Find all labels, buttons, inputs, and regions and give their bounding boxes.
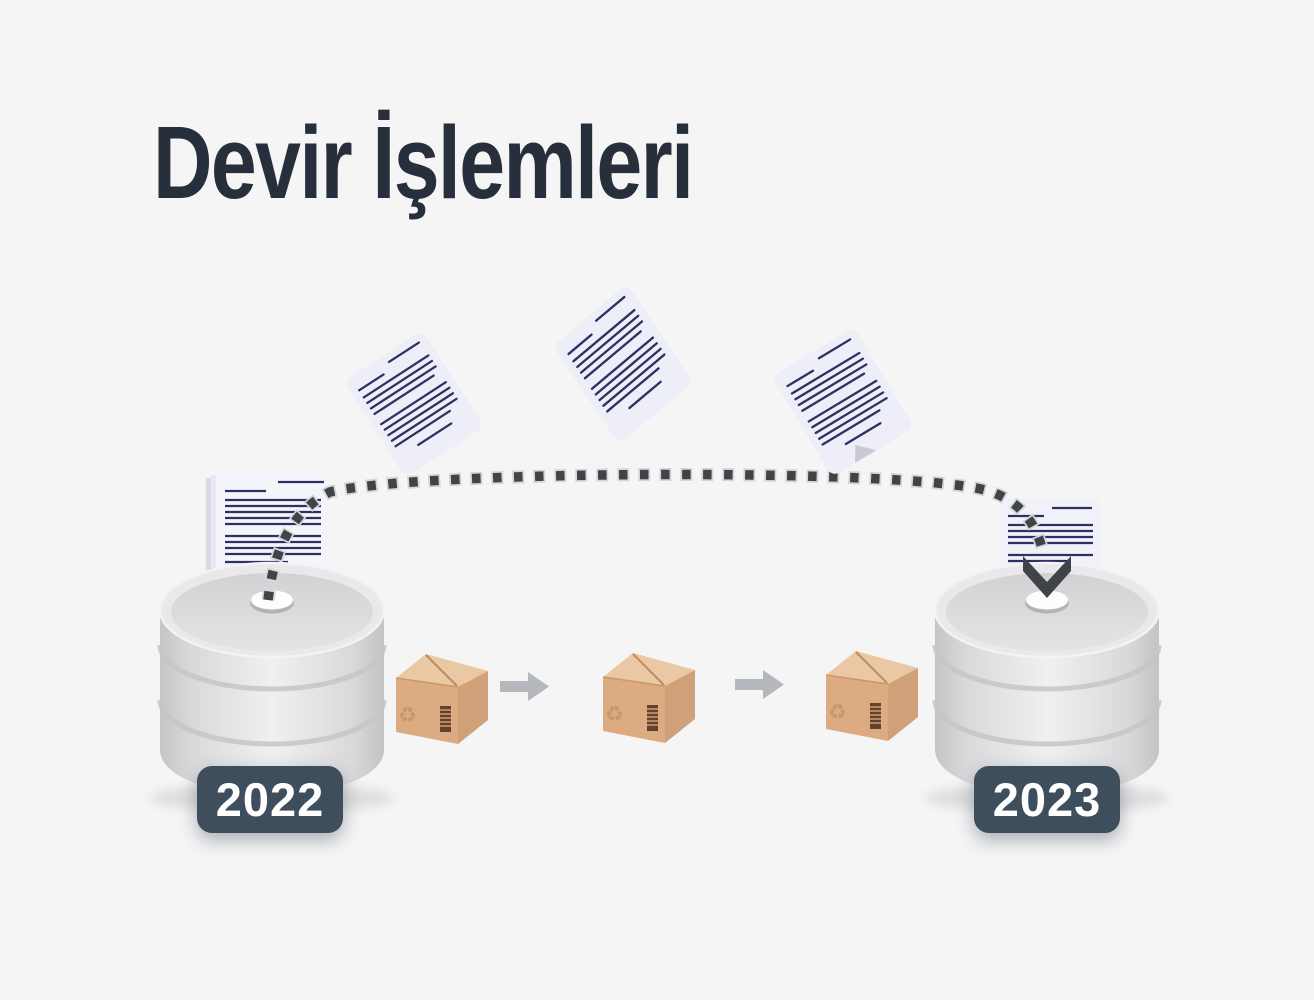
flying-document-icon bbox=[770, 325, 916, 479]
year-badge-2022: 2022 bbox=[197, 766, 343, 833]
recycle-icon: ♻ bbox=[398, 704, 417, 727]
year-badge-label: 2022 bbox=[215, 773, 325, 826]
recycle-icon: ♻ bbox=[605, 703, 624, 726]
recycle-icon: ♻ bbox=[828, 701, 847, 724]
flying-document-icon bbox=[342, 329, 486, 479]
arrow-right-icon bbox=[500, 672, 549, 701]
page-curl bbox=[855, 444, 877, 464]
document-stack-icon bbox=[204, 470, 331, 577]
arrow-down-icon bbox=[1023, 556, 1071, 598]
cardboard-box-icon bbox=[602, 652, 696, 744]
page-title: Devir İşlemleri bbox=[153, 105, 694, 220]
transfer-dotted-arc bbox=[261, 467, 1071, 601]
arrow-right-icon bbox=[735, 670, 784, 699]
year-badge-label: 2023 bbox=[992, 773, 1102, 826]
flying-document-icon bbox=[551, 282, 695, 446]
cardboard-box-icon bbox=[825, 650, 919, 742]
cardboard-box-icon bbox=[395, 653, 489, 745]
year-badge-2023: 2023 bbox=[974, 766, 1120, 833]
